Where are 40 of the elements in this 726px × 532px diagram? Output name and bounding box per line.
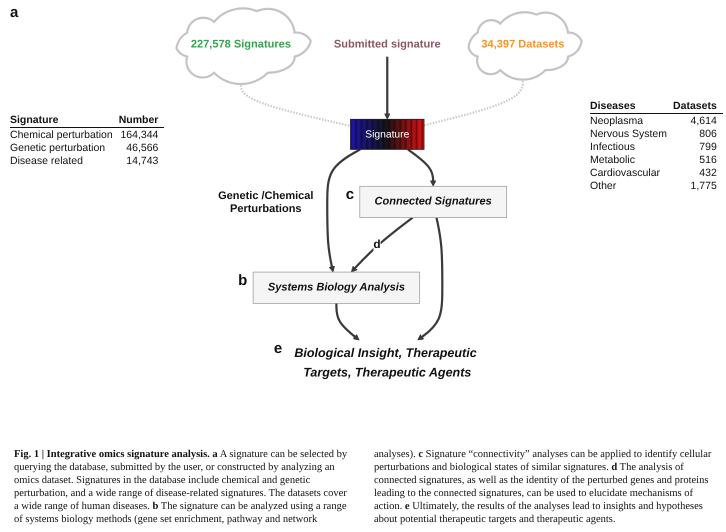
table-cell: 4,614: [673, 114, 723, 127]
signature-bar: Signature: [350, 118, 424, 150]
side-label: Genetic /Chemical Perturbations: [218, 190, 314, 216]
table-cell-text: 14,743: [125, 154, 160, 167]
panel-letter: c: [346, 186, 354, 204]
column-header: Datasets: [673, 100, 723, 114]
table-cell: Chemical perturbation: [10, 128, 119, 141]
table-cell-text: 799: [698, 140, 718, 153]
thought-cloud: 34,397 Datasets: [468, 11, 583, 81]
table-cell-text: 46,566: [125, 141, 160, 154]
edge-label: d: [373, 238, 381, 251]
table-cell: 164,344: [118, 128, 164, 141]
table-cell-text: 1,775: [690, 179, 718, 192]
table-cell-text: Genetic perturbation: [10, 141, 106, 154]
table-cell-text: Cardiovascular: [590, 166, 662, 179]
column-header: Number: [118, 114, 164, 128]
figure-caption: Fig. 1 | Integrative omics signature analysis. a A signature can be selected by querying the database, submitted by the user, or constructed by analyzing an omics dataset. Signatures in the database include chemical and genetic perturbation, and a wide range of disease-related signatures. The datasets cover a wide range of human diseases. b The signature can be analyzed using a range of systems biology methods (gene set enrichment, pathway and network analyses). c Signature “connectivity” analyses can be applied to identify cellular perturbations and biological states of similar signatures. d The analysis of connected signatures, as well as the identity of the perturbed genes and proteins leading to the connected signatures, can be used to elucidate mechanisms of action. e Ultimately, the results of the analyses lead to insights and hypotheses about potential therapeutic targets and therapeutic agents.: [14, 448, 712, 526]
panel-box: Systems Biology Analysis: [252, 272, 420, 304]
arrow: [417, 217, 444, 340]
panel-letter: b: [238, 272, 248, 290]
arrow: [335, 303, 360, 340]
arrow: [350, 216, 414, 272]
table-cell-text: Infectious: [590, 140, 636, 153]
table-cell-text: Disease related: [10, 154, 84, 167]
table-cell-text: Metabolic: [590, 153, 636, 166]
panel-box: Connected Signatures: [359, 186, 507, 218]
table-cell-text: 432: [698, 166, 718, 179]
column-header: Signature: [10, 114, 119, 128]
table-cell-text: Other: [590, 179, 618, 192]
panel-letter: e: [274, 340, 282, 358]
thought-cloud: 227,578 Signatures: [175, 7, 312, 86]
table-cell-text: Nervous System: [590, 127, 668, 140]
table-cell: Neoplasma: [590, 114, 674, 127]
table-cell-text: 806: [698, 127, 718, 140]
arrow: [384, 56, 390, 120]
column-header: Diseases: [590, 100, 674, 114]
panel-letter: a: [10, 4, 20, 22]
arrow: [407, 148, 436, 187]
arrow: [326, 148, 361, 272]
table-cell-text: 516: [698, 153, 718, 166]
